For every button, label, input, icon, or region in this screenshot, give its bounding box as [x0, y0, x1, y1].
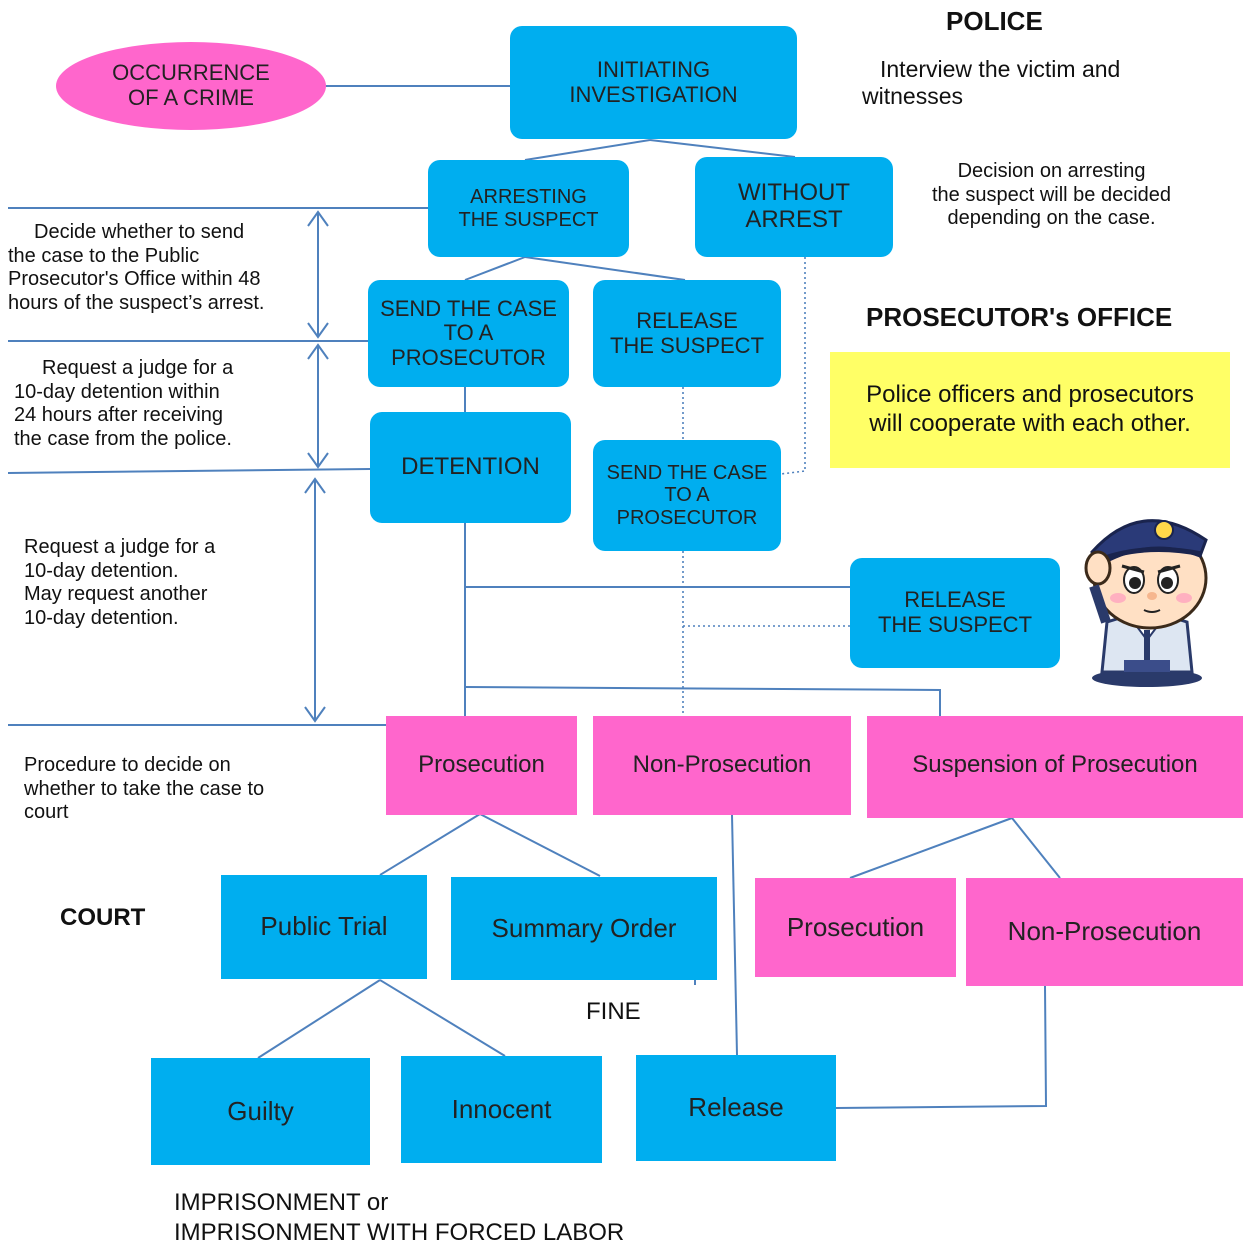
police-heading: POLICE: [946, 6, 1043, 36]
guilty-node: Guilty: [151, 1058, 370, 1165]
initiating-investigation-node: INITIATING INVESTIGATION: [510, 26, 797, 139]
arrest-decision-note: Decision on arresting the suspect will b…: [932, 160, 1172, 230]
prosecutors-office-heading: PROSECUTOR's OFFICE: [866, 302, 1173, 332]
release-final-node: Release: [636, 1055, 836, 1161]
occurrence-of-crime-node: OCCURRENCE OF A CRIME: [56, 42, 326, 130]
release-suspect-after-detention-node: RELEASE THE SUSPECT: [850, 558, 1060, 668]
innocent-node: Innocent: [401, 1056, 602, 1163]
release-suspect-node: RELEASE THE SUSPECT: [593, 280, 781, 387]
cooperation-note: Police officers and prosecutors will coo…: [830, 352, 1230, 468]
non-prosecution-node: Non-Prosecution: [593, 716, 851, 815]
send-case-to-prosecutor-node: SEND THE CASE TO A PROSECUTOR: [368, 280, 569, 387]
public-trial-node: Public Trial: [221, 875, 427, 979]
summary-order-node: Summary Order: [451, 877, 717, 980]
police-officer-mascot-icon: [1072, 490, 1222, 690]
non-prosecution-after-suspension-node: Non-Prosecution: [966, 878, 1243, 986]
police-interview-note: Interview the victim and witnesses: [862, 56, 1121, 110]
procedure-note: Procedure to decide on whether to take t…: [24, 754, 265, 824]
without-arrest-node: WITHOUT ARREST: [695, 157, 893, 257]
fine-outcome: FINE: [586, 998, 641, 1025]
send-case-without-arrest-node: SEND THE CASE TO A PROSECUTOR: [593, 440, 781, 551]
prosecution-node: Prosecution: [386, 716, 577, 815]
court-heading: COURT: [60, 904, 146, 931]
within-24-hours-note: Request a judge for a 10-day detention w…: [14, 357, 234, 450]
detention-node: DETENTION: [370, 412, 571, 523]
imprisonment-outcome: IMPRISONMENT or IMPRISONMENT WITH FORCED…: [174, 1189, 625, 1246]
arresting-suspect-node: ARRESTING THE SUSPECT: [428, 160, 629, 257]
ten-day-detention-note: Request a judge for a 10-day detention. …: [24, 536, 216, 629]
suspension-of-prosecution-node: Suspension of Prosecution: [867, 716, 1243, 818]
within-48-hours-note: Decide whether to send the case to the P…: [8, 221, 265, 314]
prosecution-after-suspension-node: Prosecution: [755, 878, 956, 977]
